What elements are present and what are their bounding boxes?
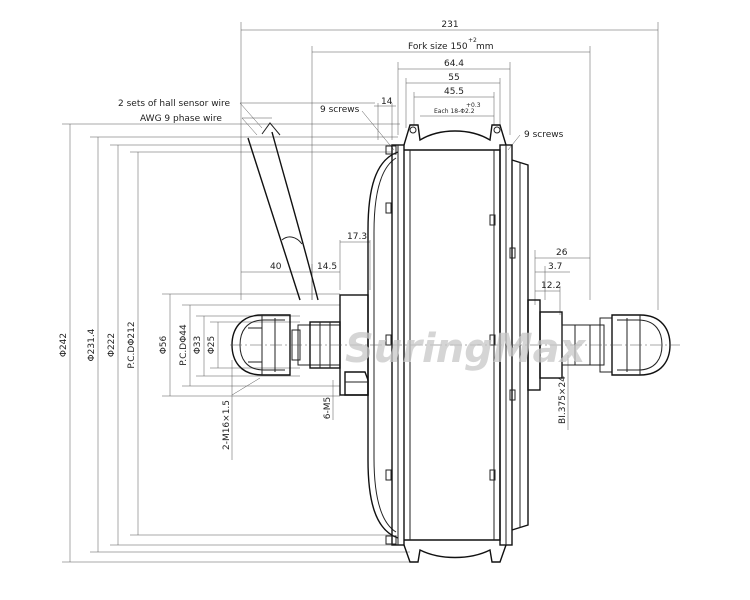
label-each: Each 18-Φ2.2 (434, 108, 475, 115)
dim-26: 26 (534, 248, 590, 305)
label-dia-222: Φ222 (107, 333, 117, 357)
dim-45: 45.5 (413, 87, 495, 125)
dim-thread-m16: 2-M16×1.5 (222, 360, 261, 460)
dim-dia-25: Φ25 (207, 321, 300, 369)
label-dia-242: Φ242 (59, 333, 69, 357)
callout-screws-left: 9 screws (320, 105, 395, 151)
dim-12-2: 12.2 (535, 281, 561, 315)
label-26: 26 (556, 248, 568, 258)
label-dia-56: Φ56 (159, 335, 169, 354)
dim-dia-33: Φ33 (193, 315, 300, 377)
label-12-2: 12.2 (541, 281, 561, 291)
dim-dia-231: Φ231.4 (87, 136, 410, 553)
label-231: 231 (441, 20, 458, 30)
dim-40-14: 40 14.5 (241, 262, 340, 300)
dim-pcd-44: P.C.DΦ44 (179, 304, 340, 387)
label-dia-231: Φ231.4 (87, 328, 97, 361)
label-3-7: 3.7 (548, 262, 562, 272)
label-pcd-44: P.C.DΦ44 (179, 324, 189, 366)
callout-phase-wire: AWG 9 phase wire (140, 114, 272, 136)
dim-thread-m5: 6-M5 (323, 380, 334, 420)
label-thread-m5: 6-M5 (323, 397, 333, 419)
label-64-4: 64.4 (444, 59, 464, 69)
label-14-5: 14.5 (317, 262, 337, 272)
label-hall-sensor: 2 sets of hall sensor wire (118, 99, 231, 109)
label-dia-33: Φ33 (193, 336, 203, 355)
label-fork-size: Fork size 150 (408, 42, 468, 52)
phase-cable (247, 122, 319, 301)
dim-dia-56: Φ56 (159, 293, 340, 397)
label-pcd-212: P.C.DΦ212 (127, 321, 137, 368)
callout-screws-right: 9 screws (507, 130, 564, 151)
label-screws-left: 9 screws (320, 105, 360, 115)
label-14: 14 (381, 97, 393, 107)
label-40: 40 (270, 262, 282, 272)
dim-fork-size: Fork size 150 +2 mm (311, 37, 591, 300)
label-phase-wire: AWG 9 phase wire (140, 114, 222, 124)
label-dia-25: Φ25 (207, 336, 217, 355)
dim-64: 64.4 (397, 59, 511, 135)
label-each-tol: +0.3 (466, 102, 481, 109)
dim-14: 14 (374, 97, 396, 140)
dim-overall-width: 231 (240, 20, 659, 310)
label-fork-unit: mm (476, 42, 494, 52)
dim-55: 55 (405, 73, 501, 128)
dim-dia-222: Φ222 (107, 144, 392, 546)
dim-thread-bi: BI.375×24 (558, 355, 569, 430)
dim-3-7: 3.7 (535, 262, 570, 300)
dim-spoke-holes: Each 18-Φ2.2 +0.3 (420, 102, 494, 117)
dim-pcd-212: P.C.DΦ212 (127, 151, 392, 536)
label-17: 17.3 (347, 232, 367, 242)
dim-dia-242: Φ242 (59, 123, 410, 563)
dim-17: 17.3 (339, 232, 371, 290)
label-55: 55 (448, 73, 459, 83)
label-screws-right: 9 screws (524, 130, 564, 140)
label-fork-tol: +2 (468, 37, 477, 44)
label-thread-bi: BI.375×24 (558, 376, 568, 424)
label-45-5: 45.5 (444, 87, 464, 97)
label-thread-m16: 2-M16×1.5 (222, 400, 232, 450)
watermark-logo: SuringMax (345, 326, 587, 372)
